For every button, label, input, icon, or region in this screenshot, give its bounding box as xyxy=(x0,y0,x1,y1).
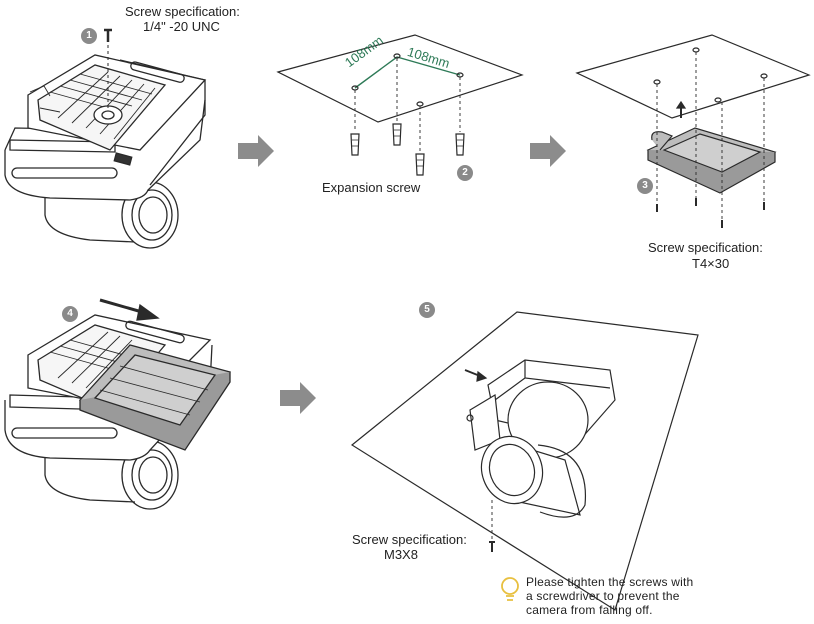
step3-spec-value: T4×30 xyxy=(692,256,730,271)
note-line: Please tighten the screws with xyxy=(526,575,694,589)
safety-note: Please tighten the screws with a screwdr… xyxy=(526,575,693,617)
step-number-badge: 5 xyxy=(419,302,435,318)
arrow-right-icon xyxy=(238,135,274,167)
step1-spec-value: 1/4" -20 UNC xyxy=(143,19,220,34)
step3-plate-illustration xyxy=(575,34,811,228)
step1-camera-illustration xyxy=(4,28,207,249)
step5-mounted-camera-illustration xyxy=(350,311,699,611)
arrow-right-icon xyxy=(280,382,316,414)
step-number-badge: 2 xyxy=(457,165,473,181)
step4-slide-illustration xyxy=(4,298,232,510)
step-number-badge: 3 xyxy=(637,178,653,194)
arrow-right-icon xyxy=(530,135,566,167)
lightbulb-icon xyxy=(501,577,519,601)
step2-ceiling-illustration xyxy=(276,34,524,176)
note-line: camera from falling off. xyxy=(526,603,653,617)
step2-caption: Expansion screw xyxy=(322,180,421,195)
step-arrows xyxy=(238,135,566,414)
step-number-badge: 4 xyxy=(62,306,78,322)
step5-spec-title: Screw specification: xyxy=(352,532,467,547)
step1-spec-title: Screw specification: xyxy=(125,4,240,19)
step5-spec-value: M3X8 xyxy=(384,547,418,562)
step-number-badge: 1 xyxy=(81,28,97,44)
note-line: a screwdriver to prevent the xyxy=(526,589,680,603)
step3-spec-title: Screw specification: xyxy=(648,240,763,255)
